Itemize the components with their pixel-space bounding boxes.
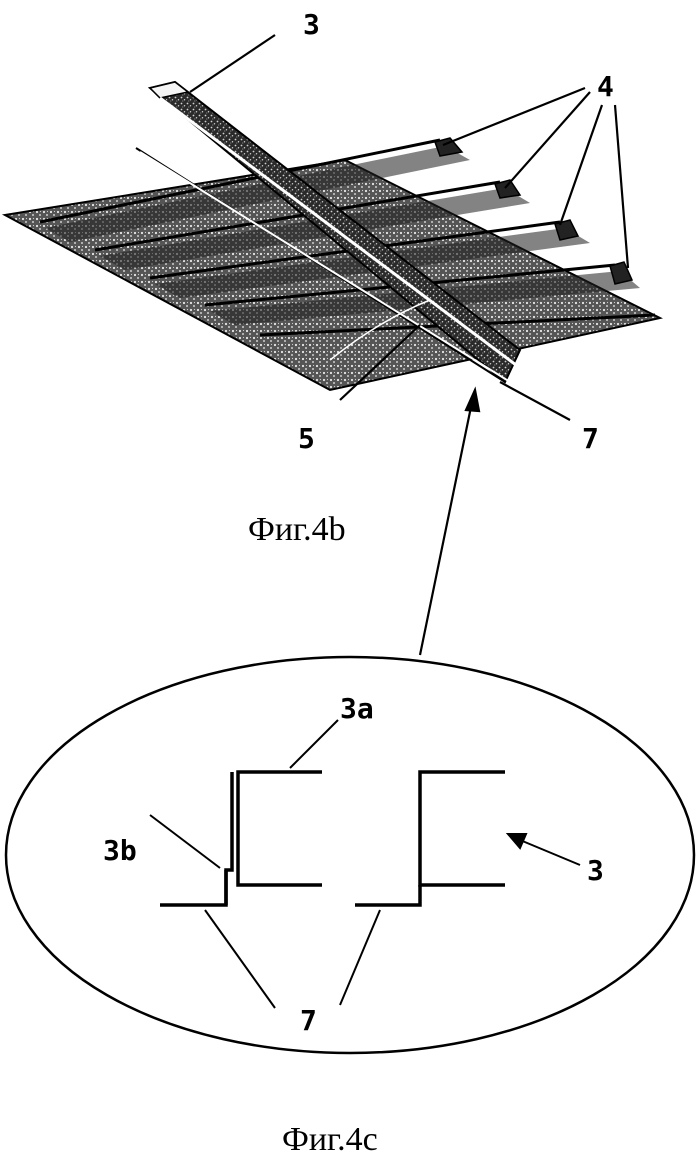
label-flange-4c: 7 (300, 1004, 317, 1037)
detail-pointer-arrow (418, 386, 481, 656)
beam-flange-line (139, 151, 516, 386)
profile-right (355, 770, 505, 907)
label-upper-part: 3a (340, 692, 374, 725)
beam-top-edge (159, 96, 521, 370)
fig4c-leaders (149, 719, 381, 1009)
fig4b-drawing (1, 80, 663, 392)
fig4b-leaders (189, 34, 630, 421)
caption-fig4b: Фиг.4b (248, 511, 346, 548)
label-beam: 3 (303, 8, 320, 41)
caption-fig4c: Фиг.4c (282, 1121, 378, 1158)
label-flange-4b: 7 (582, 422, 599, 455)
label-corrugations: 4 (597, 70, 614, 103)
arrow-to-profile (505, 833, 581, 866)
label-web-part: 3b (103, 834, 137, 867)
label-profile: 3 (587, 854, 604, 887)
joint-seam (329, 299, 431, 361)
detail-ellipse (4, 655, 696, 1055)
beam-top (148, 81, 190, 99)
label-joint: 5 (298, 422, 315, 455)
profile-left (160, 770, 322, 907)
